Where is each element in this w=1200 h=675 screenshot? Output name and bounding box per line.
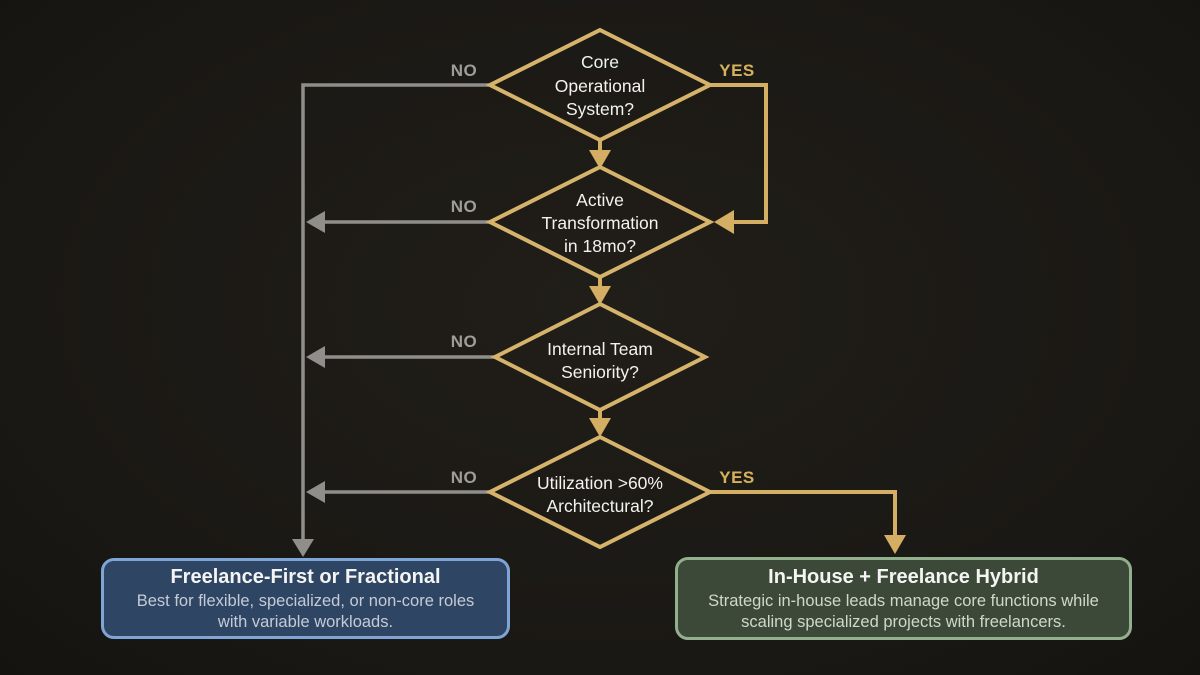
arrowhead-down-1-2 (589, 150, 611, 169)
no-label-decision-4: NO (451, 468, 478, 487)
decision-1-line-3: System? (566, 99, 634, 119)
decision-1-line-1: Core (581, 52, 619, 72)
yes-label-decision-4: YES (719, 468, 755, 487)
decision-4-line-2: Architectural? (547, 496, 654, 516)
arrowhead-down-to-hybrid (884, 535, 906, 554)
decision-diamond-active-transformation (485, 164, 715, 280)
arrowhead-left-no-2 (306, 211, 325, 233)
arrowhead-left-no-3 (306, 346, 325, 368)
no-label-decision-3: NO (451, 332, 478, 351)
decision-diamond-internal-team-seniority (490, 301, 710, 413)
arrowhead-left-yes-1 (714, 210, 734, 234)
decision-1-line-2: Operational (555, 76, 645, 96)
decision-diamond-core-operational-system (485, 27, 715, 143)
no-trunk-line (301, 83, 490, 541)
outcome-box-inhouse-hybrid: In-House + Freelance Hybrid Strategic in… (675, 557, 1132, 640)
arrowhead-down-3-4 (589, 418, 611, 437)
outcome-hybrid-description: Strategic in-house leads manage core fun… (708, 591, 1099, 631)
decision-2-line-3: in 18mo? (564, 236, 636, 256)
no-label-decision-1: NO (451, 61, 478, 80)
decision-2-line-1: Active (576, 190, 624, 210)
outcome-box-freelance-first: Freelance-First or Fractional Best for f… (101, 558, 510, 639)
arrowhead-down-to-freelance (292, 539, 314, 557)
decision-diamond-utilization (485, 434, 715, 550)
yes-label-decision-1: YES (719, 61, 755, 80)
decision-3-line-1: Internal Team (547, 339, 653, 359)
decision-3-line-2: Seniority? (561, 362, 639, 382)
arrowhead-left-no-4 (306, 481, 325, 503)
outcome-hybrid-title: In-House + Freelance Hybrid (768, 565, 1039, 588)
arrowhead-down-2-3 (589, 286, 611, 305)
outcome-freelance-title: Freelance-First or Fractional (170, 565, 441, 588)
outcome-freelance-description: Best for flexible, specialized, or non-c… (136, 591, 475, 631)
decision-4-line-1: Utilization >60% (537, 473, 663, 493)
decision-2-line-2: Transformation (541, 213, 658, 233)
no-label-decision-2: NO (451, 197, 478, 216)
yes-line-decision-4 (710, 490, 897, 537)
yes-line-decision-1 (710, 83, 768, 224)
